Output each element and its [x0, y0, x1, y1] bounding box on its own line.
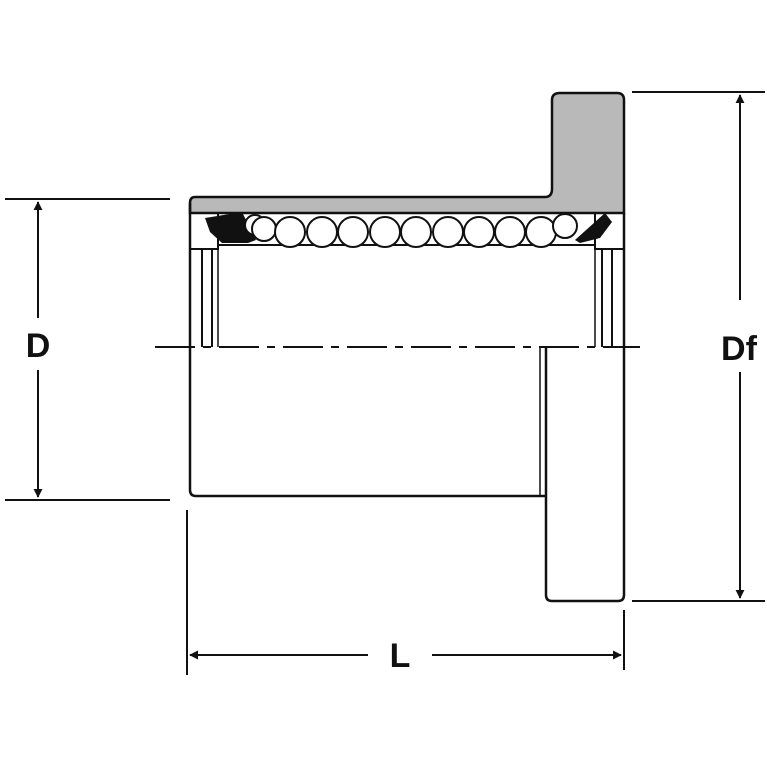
d-dimension-label: D [26, 327, 51, 365]
flange-lower-outline [544, 347, 626, 603]
bearing-ball [494, 216, 526, 248]
df-dimension-label: Df [721, 330, 758, 368]
l-dimension-label: L [390, 637, 411, 675]
housing-lower-outline [188, 348, 546, 498]
ball-row [244, 213, 578, 248]
bearing-housing-section [188, 91, 626, 215]
bearing-ball [369, 216, 401, 248]
bearing-ball [306, 216, 338, 248]
bearing-ball [251, 216, 277, 242]
bearing-ball [400, 216, 432, 248]
bearing-ball [525, 216, 557, 248]
bearing-ball [552, 213, 578, 239]
extension-lines [5, 91, 765, 675]
bearing-ball [463, 216, 495, 248]
right-seal [575, 213, 612, 243]
bearing-ball [274, 216, 306, 248]
bearing-ball [432, 216, 464, 248]
bearing-ball [337, 216, 369, 248]
left-seal [205, 212, 256, 243]
